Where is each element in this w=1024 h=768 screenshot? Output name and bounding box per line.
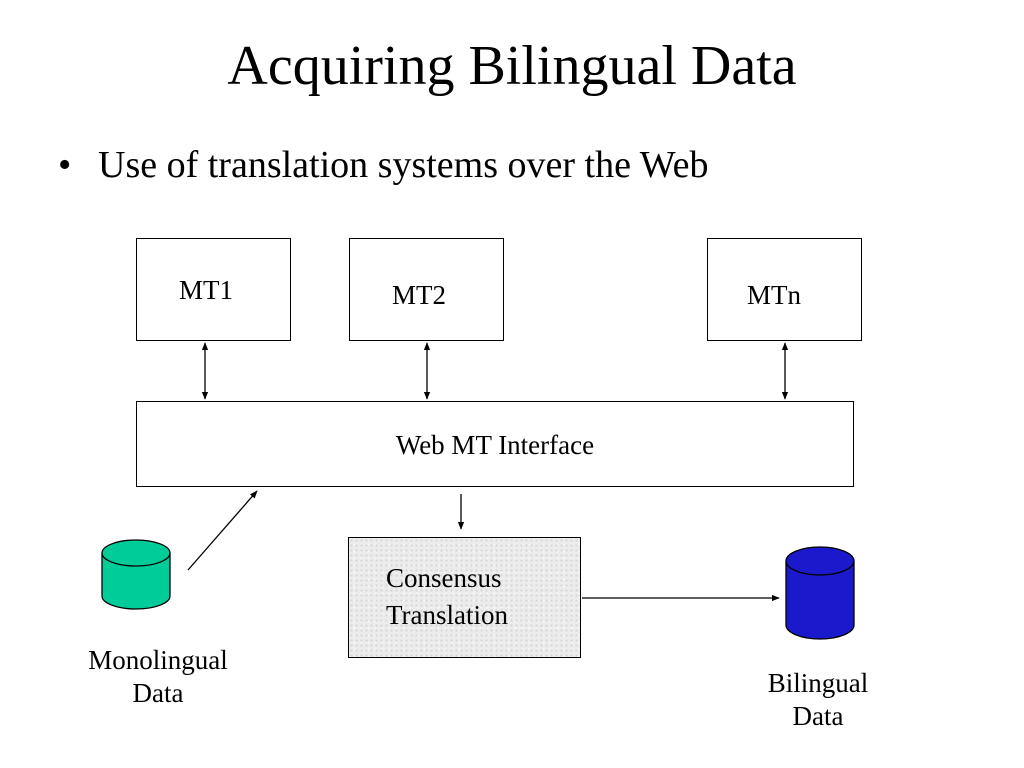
consensus-translation-box: Consensus Translation	[348, 537, 581, 658]
bullet-marker: •	[58, 144, 72, 186]
mt1-box: MT1	[136, 238, 291, 341]
monolingual-line-2: Data	[132, 678, 184, 708]
bilingual-database-icon	[785, 546, 855, 640]
mtn-box: MTn	[707, 238, 862, 341]
monolingual-line-1: Monolingual	[88, 645, 228, 675]
bilingual-line-2: Data	[792, 701, 844, 731]
mt2-box: MT2	[349, 238, 504, 341]
consensus-translation-label: Consensus Translation	[386, 560, 566, 634]
bilingual-line-1: Bilingual	[767, 668, 869, 698]
web-mt-interface-label: Web MT Interface	[395, 430, 595, 460]
bullet-item: • Use of translation systems over the Web	[58, 136, 708, 194]
bilingual-data-label: Bilingual Data	[733, 667, 903, 733]
mt2-label: MT2	[392, 280, 446, 310]
consensus-line-1: Consensus	[386, 563, 502, 593]
arrow-monolingual-interface	[187, 490, 258, 571]
mtn-label: MTn	[747, 280, 801, 310]
monolingual-database-icon	[101, 539, 171, 610]
slide-title: Acquiring Bilingual Data	[227, 35, 797, 97]
bullet-text: Use of translation systems over the Web	[98, 144, 709, 186]
web-mt-interface-box: Web MT Interface	[136, 401, 854, 487]
mt1-label: MT1	[179, 275, 233, 305]
consensus-line-2: Translation	[386, 600, 509, 630]
monolingual-data-label: Monolingual Data	[58, 644, 258, 710]
